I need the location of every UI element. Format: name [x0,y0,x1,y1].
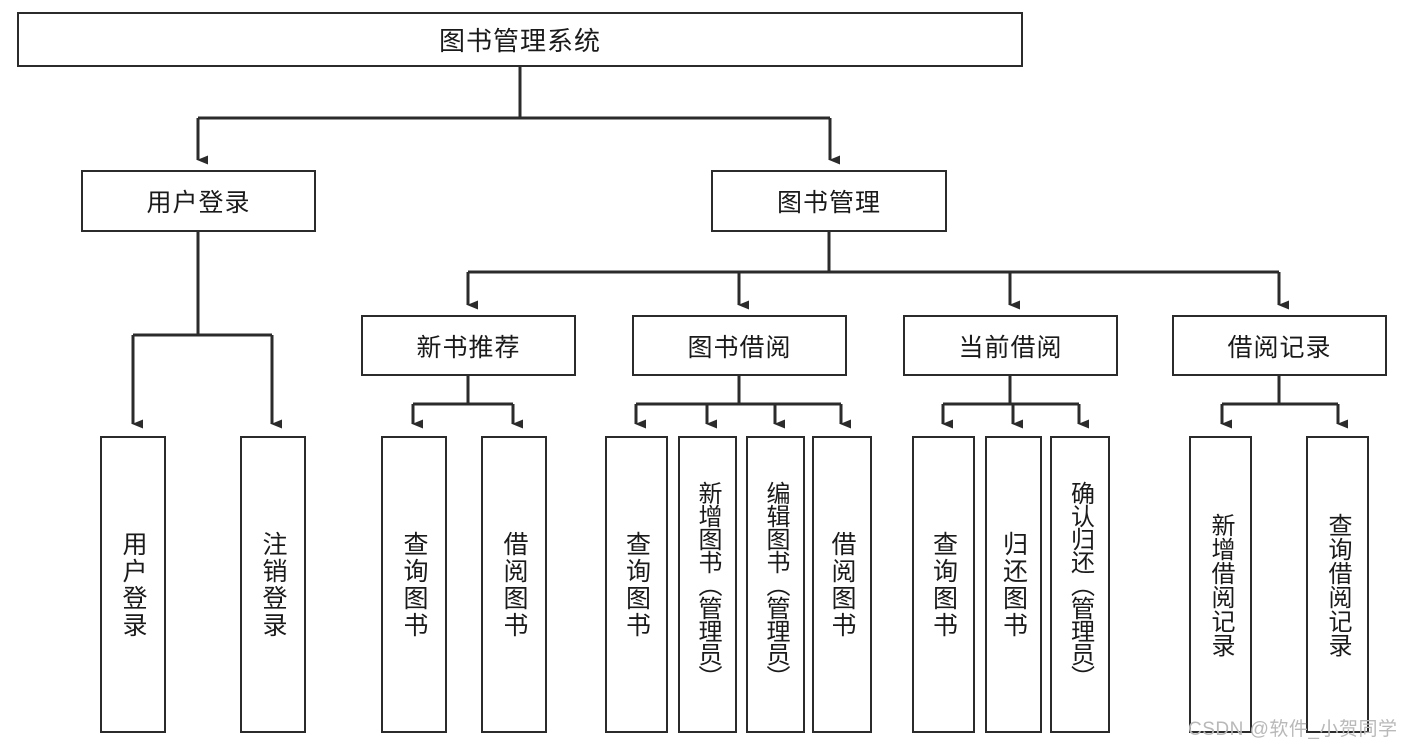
leaf-query-book-recommend[interactable]: 查询图书 [381,436,447,733]
node-root-system[interactable]: 图书管理系统 [17,12,1023,67]
leaf-logout-login[interactable]: 注销登录 [240,436,306,733]
leaf-query-book-borrow[interactable]: 查询图书 [605,436,668,733]
leaf-add-book-admin[interactable]: 新增图书（管理员） [678,436,737,733]
leaf-borrow-book[interactable]: 借阅图书 [812,436,872,733]
csdn-watermark: CSDN @软件_小贺同学 [1188,719,1398,740]
leaf-query-book-current[interactable]: 查询图书 [912,436,975,733]
node-user-login[interactable]: 用户登录 [81,170,316,232]
node-borrow-record[interactable]: 借阅记录 [1172,315,1387,376]
node-book-borrow[interactable]: 图书借阅 [632,315,847,376]
node-current-borrow[interactable]: 当前借阅 [903,315,1118,376]
node-book-management[interactable]: 图书管理 [711,170,947,232]
leaf-borrow-book-recommend[interactable]: 借阅图书 [481,436,547,733]
leaf-edit-book-admin[interactable]: 编辑图书（管理员） [746,436,805,733]
leaf-confirm-return-admin[interactable]: 确认归还（管理员） [1050,436,1110,733]
leaf-query-borrow-record[interactable]: 查询借阅记录 [1306,436,1369,733]
leaf-user-login[interactable]: 用户登录 [100,436,166,733]
leaf-return-book[interactable]: 归还图书 [985,436,1042,733]
node-new-book-recommend[interactable]: 新书推荐 [361,315,576,376]
leaf-add-borrow-record[interactable]: 新增借阅记录 [1189,436,1252,733]
